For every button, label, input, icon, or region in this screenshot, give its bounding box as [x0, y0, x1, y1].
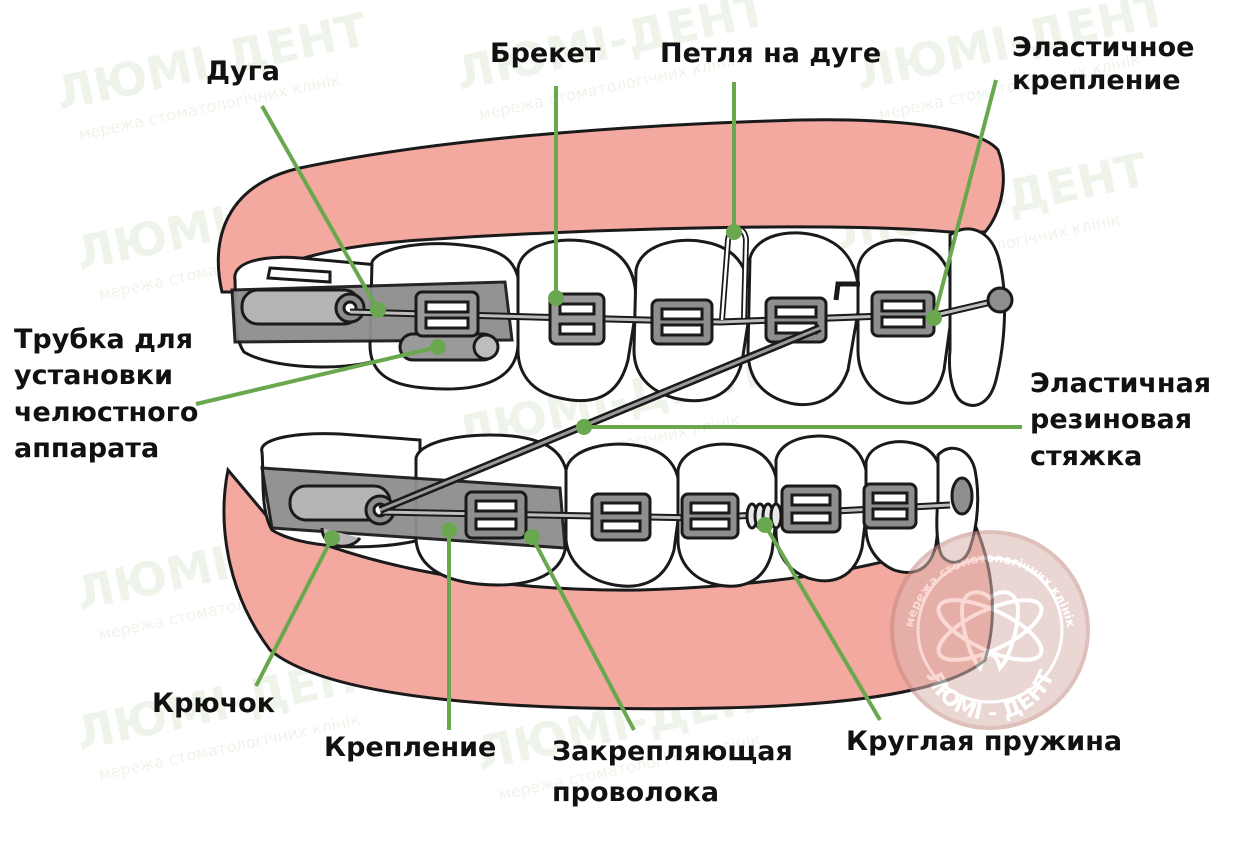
label-line: стяжка — [1030, 439, 1211, 475]
lower-bracket — [864, 484, 916, 528]
upper-incisor-2 — [950, 229, 1005, 405]
clinic-stamp: мережа стоматологічних клінік ЛЮМІ - ДЕН… — [892, 532, 1088, 728]
label-line: Петля на дуге — [660, 38, 881, 71]
lower-bracket — [682, 494, 738, 538]
label-line: Крепление — [324, 732, 496, 765]
upper-headgear-hook — [268, 268, 330, 282]
lower-bracket — [466, 492, 526, 538]
lower-bracket — [782, 486, 840, 532]
label-line: Трубка для — [14, 322, 198, 358]
upper-bracket — [872, 292, 934, 336]
upper-jaw-tube-end — [474, 335, 498, 359]
label-duga: Дуга — [206, 56, 280, 89]
label-line: Эластичное — [1012, 32, 1194, 65]
label-line: проволока — [552, 773, 793, 814]
label-breket: Брекет — [490, 38, 601, 71]
lower-bracket — [592, 494, 650, 540]
label-line: челюстного — [14, 395, 198, 431]
upper-bracket — [652, 300, 712, 344]
label-line: крепление — [1012, 65, 1194, 98]
label-petlya: Петля на дуге — [660, 38, 881, 71]
upper-bracket — [416, 292, 478, 336]
label-line: Круглая пружина — [846, 726, 1122, 759]
label-hook: Крючок — [152, 688, 275, 721]
label-attach: Крепление — [324, 732, 496, 765]
label-line: Закрепляющая — [552, 732, 793, 773]
label-line: установки — [14, 358, 198, 394]
label-line: резиновая — [1030, 402, 1211, 438]
lower-end-attachment — [952, 478, 972, 514]
upper-end-attachment — [988, 288, 1012, 312]
label-line: Крючок — [152, 688, 275, 721]
label-spring: Круглая пружина — [846, 726, 1122, 759]
label-line: Эластичная — [1030, 366, 1211, 402]
label-line: Брекет — [490, 38, 601, 71]
label-line: Дуга — [206, 56, 280, 89]
label-line: аппарата — [14, 431, 198, 467]
